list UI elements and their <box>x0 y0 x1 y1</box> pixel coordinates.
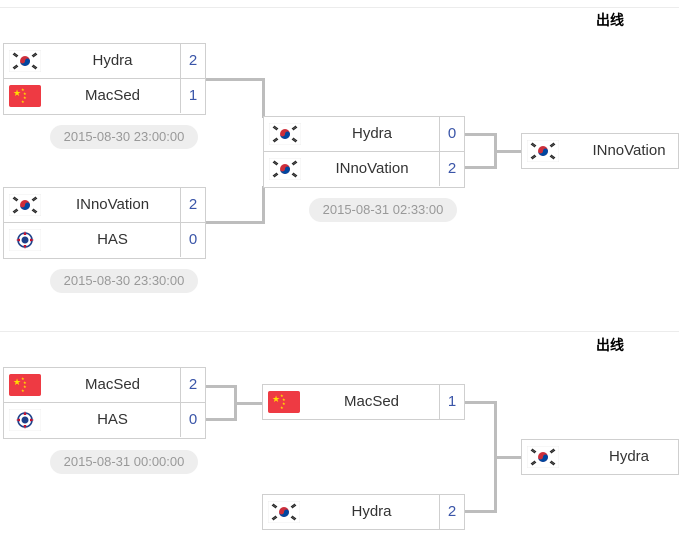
winner-name: Hydra <box>608 448 649 465</box>
match-time: 2015-08-30 23:30:00 <box>50 269 198 293</box>
player-score: 0 <box>439 117 464 151</box>
cn-flag-icon <box>9 373 41 397</box>
bracket-connector <box>262 78 265 118</box>
player-row[interactable]: HAS 0 <box>3 223 206 259</box>
winner-name: INnoVation <box>592 142 666 159</box>
player-row[interactable]: MacSed 1 <box>262 384 465 420</box>
bracket-connector <box>206 418 236 421</box>
player-name: MacSed <box>343 393 400 410</box>
player-row[interactable]: MacSed 2 <box>3 367 206 403</box>
bracket-connector <box>234 402 263 405</box>
kr-flag-icon <box>269 157 301 181</box>
player-score: 1 <box>180 79 205 113</box>
player-row[interactable]: INnoVation 2 <box>3 187 206 223</box>
player-name: Hydra <box>351 125 392 142</box>
player-score: 0 <box>180 403 205 437</box>
section-label-top: 出线 <box>596 13 624 29</box>
cn-flag-icon <box>9 84 41 108</box>
player-score: 2 <box>180 368 205 402</box>
player-name: MacSed <box>84 87 141 104</box>
player-row[interactable]: Hydra 2 <box>3 43 206 79</box>
player-score: 2 <box>180 44 205 78</box>
player-score: 0 <box>180 223 205 257</box>
player-name: MacSed <box>84 376 141 393</box>
bracket-connector <box>206 78 264 81</box>
tw-flag-icon <box>9 408 41 432</box>
bracket-connector <box>465 133 496 136</box>
match-time: 2015-08-31 02:33:00 <box>309 198 457 222</box>
player-score: 2 <box>180 188 205 222</box>
player-row[interactable]: INnoVation 2 <box>263 152 465 188</box>
bottom-divider <box>0 331 679 332</box>
player-row[interactable]: Hydra 0 <box>263 116 465 152</box>
bracket-connector <box>494 456 523 459</box>
player-name: HAS <box>97 231 128 248</box>
player-score: 1 <box>439 385 464 419</box>
player-name: Hydra <box>351 503 392 520</box>
bracket-connector <box>494 150 523 153</box>
cn-flag-icon <box>268 390 300 414</box>
bracket-connector <box>465 166 496 169</box>
bracket-connector <box>465 401 496 404</box>
winner-box[interactable]: INnoVation <box>521 133 679 169</box>
kr-flag-icon <box>9 193 41 217</box>
bracket-connector <box>465 510 496 513</box>
kr-flag-icon <box>9 49 41 73</box>
player-row[interactable]: Hydra 2 <box>262 494 465 530</box>
bracket-connector <box>206 385 236 388</box>
match-time: 2015-08-31 00:00:00 <box>50 450 198 474</box>
bracket-connector <box>262 186 265 224</box>
player-row[interactable]: HAS 0 <box>3 403 206 439</box>
player-row[interactable]: MacSed 1 <box>3 79 206 115</box>
tw-flag-icon <box>9 228 41 252</box>
kr-flag-icon <box>527 445 559 469</box>
player-name: Hydra <box>92 52 133 69</box>
kr-flag-icon <box>269 122 301 146</box>
player-score: 2 <box>439 152 464 186</box>
bracket-connector <box>206 221 264 224</box>
player-name: HAS <box>97 411 128 428</box>
winner-box[interactable]: Hydra <box>521 439 679 475</box>
match-time: 2015-08-30 23:00:00 <box>50 125 198 149</box>
player-name: INnoVation <box>335 160 409 177</box>
section-label-bottom: 出线 <box>596 338 624 354</box>
kr-flag-icon <box>268 500 300 524</box>
kr-flag-icon <box>527 139 559 163</box>
player-name: INnoVation <box>75 196 150 213</box>
player-score: 2 <box>439 495 464 529</box>
top-divider <box>0 7 679 8</box>
